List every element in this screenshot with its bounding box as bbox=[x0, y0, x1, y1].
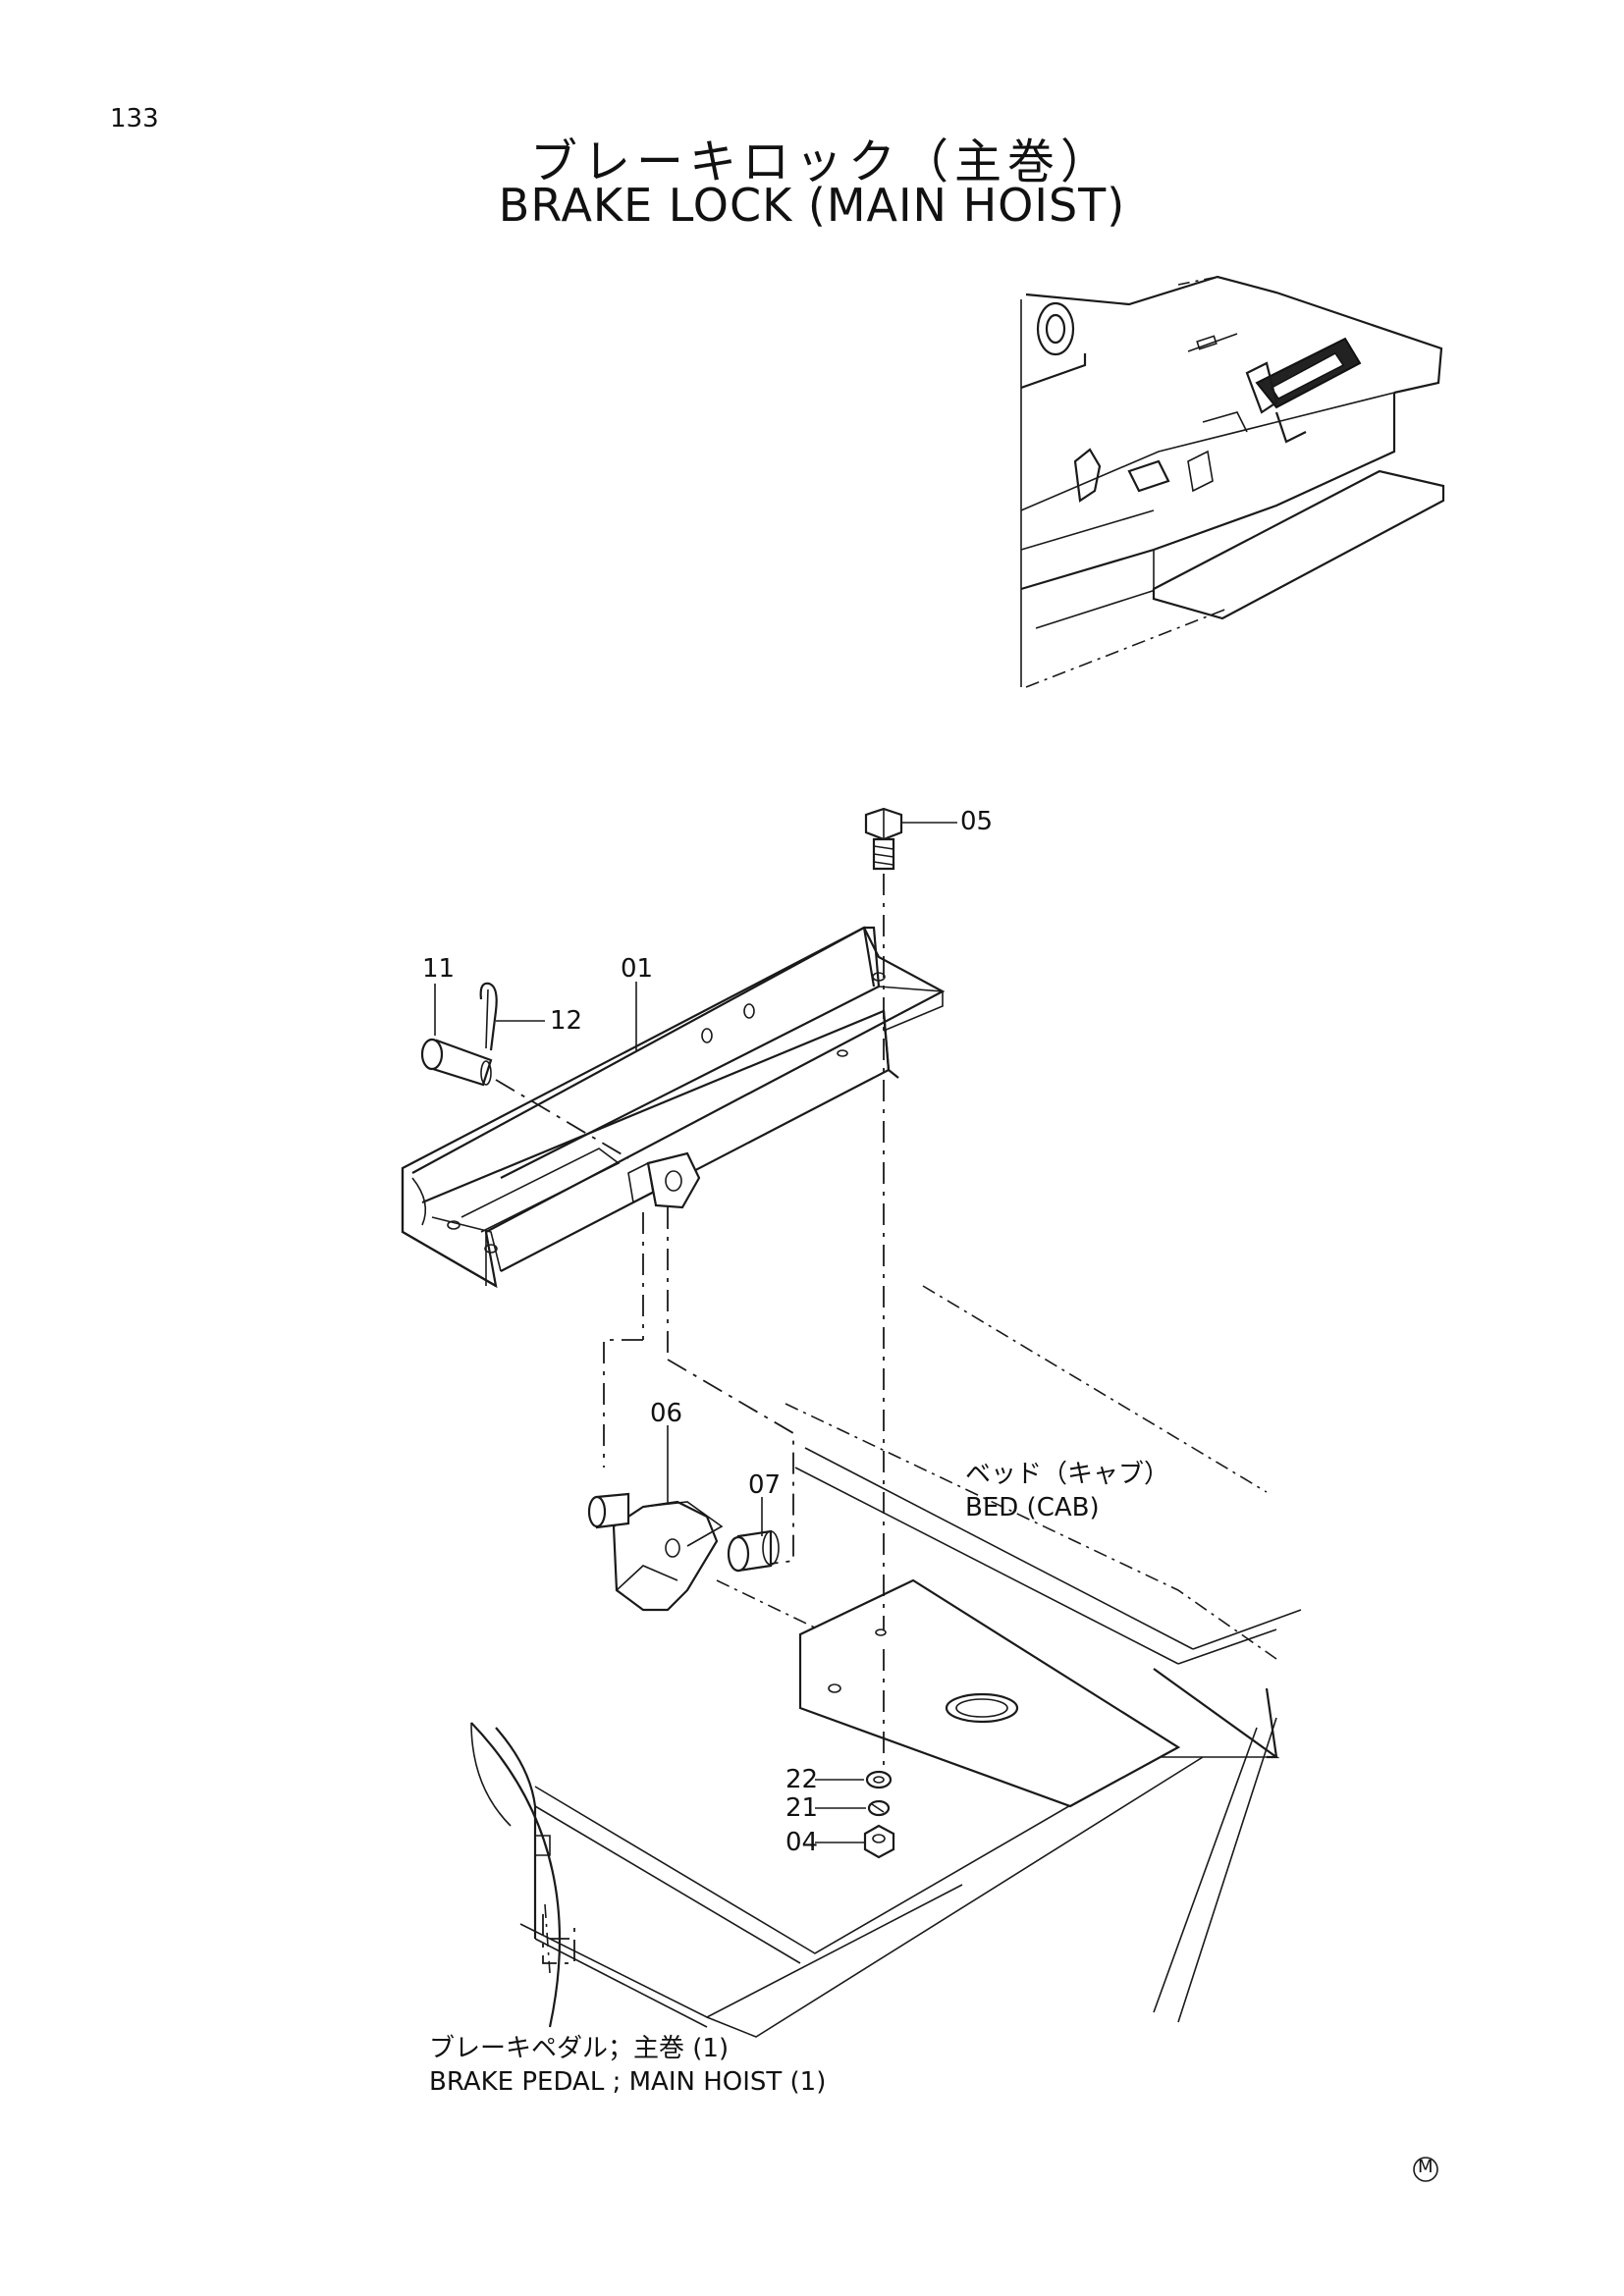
brake-lock-bracket bbox=[401, 926, 946, 1289]
registered-mark bbox=[1413, 2157, 1438, 2182]
brake-pedal-note-english: BRAKE PEDAL ; MAIN HOIST (1) bbox=[429, 2067, 827, 2097]
nut-04 bbox=[863, 1824, 895, 1859]
callout-21: 21 bbox=[785, 1793, 819, 1823]
callout-11: 11 bbox=[422, 954, 456, 984]
bed-cab-frame bbox=[470, 1285, 1302, 2038]
callout-12: 12 bbox=[550, 1006, 583, 1036]
bed-cab-note-japanese: ベッド（キャブ） bbox=[965, 1460, 1170, 1489]
callout-22: 22 bbox=[785, 1765, 819, 1794]
callout-04: 04 bbox=[785, 1828, 819, 1857]
callout-05: 05 bbox=[960, 807, 994, 836]
leader-lines bbox=[434, 822, 957, 1843]
callout-06: 06 bbox=[650, 1399, 683, 1428]
bracket-assembly bbox=[587, 1339, 794, 1612]
lock-washer-21 bbox=[867, 1799, 891, 1817]
assembly-center-lines bbox=[495, 874, 885, 1767]
callout-07: 07 bbox=[748, 1470, 782, 1500]
page-title-japanese: ブレーキロック（主巻） bbox=[529, 134, 1113, 189]
page-title-english: BRAKE LOCK (MAIN HOIST) bbox=[498, 179, 1126, 232]
bolt-05 bbox=[864, 807, 903, 871]
washer-22 bbox=[865, 1770, 893, 1789]
page-number: 133 bbox=[110, 104, 159, 133]
location-overview-inset bbox=[1020, 275, 1445, 688]
bed-cab-note-english: BED (CAB) bbox=[965, 1493, 1100, 1522]
callout-01: 01 bbox=[621, 954, 654, 984]
brake-pedal-note-japanese: ブレーキペダル；主巻 (1) bbox=[429, 2034, 730, 2063]
registered-mark-letter: M bbox=[1418, 2157, 1434, 2177]
pin-and-cotter bbox=[420, 982, 498, 1087]
